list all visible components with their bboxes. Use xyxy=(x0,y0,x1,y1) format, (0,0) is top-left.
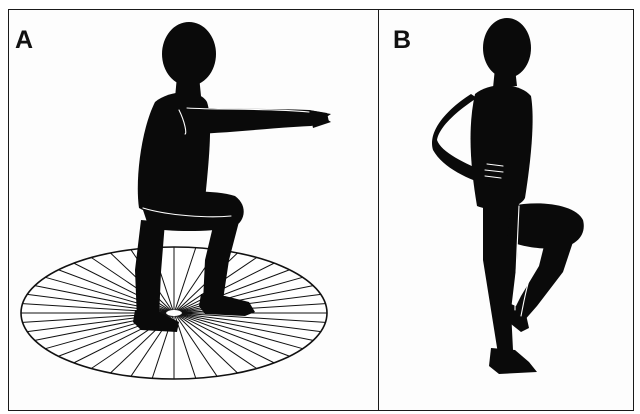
arms xyxy=(179,106,329,134)
panel-label-b: B xyxy=(393,28,411,53)
squat-illustration xyxy=(9,10,380,411)
single-leg-stance-illustration xyxy=(379,10,634,411)
standing-figure xyxy=(432,18,584,374)
panel-b: B xyxy=(378,9,634,411)
torso xyxy=(471,85,533,209)
panel-a: A xyxy=(8,9,380,411)
panel-label-a: A xyxy=(15,28,33,53)
